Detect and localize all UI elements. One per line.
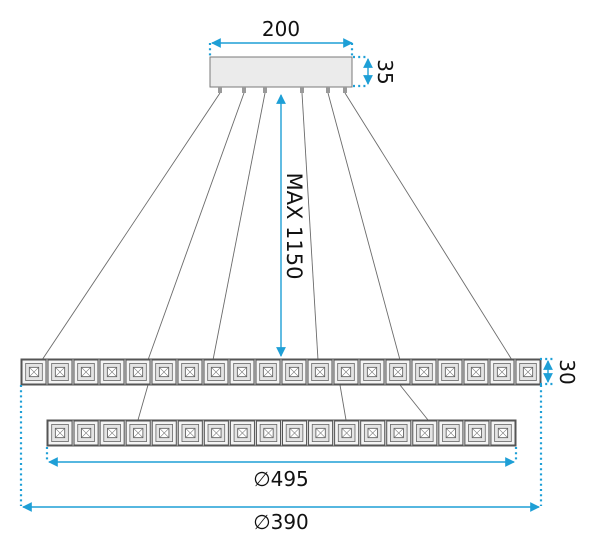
max-drop-dimension: MAX 1150: [276, 94, 306, 357]
wire-2: [147, 92, 245, 361]
crystal-block: [359, 359, 385, 385]
crystal-block: [203, 420, 229, 446]
ring-height-label: 30: [555, 359, 579, 384]
crystal-block: [203, 359, 229, 385]
inner-diameter-dimension: ∅495: [45, 447, 518, 491]
wire-9: [399, 384, 429, 421]
outer-diameter-label: ∅390: [253, 510, 309, 534]
crystal-block: [411, 359, 437, 385]
crystal-block: [177, 420, 203, 446]
crystal-block: [515, 359, 541, 385]
crystal-block: [73, 420, 99, 446]
crystal-block: [437, 359, 463, 385]
crystal-block: [229, 420, 255, 446]
crystal-block: [99, 359, 125, 385]
ring-height-dimension: 30: [540, 357, 579, 386]
crystal-block: [177, 359, 203, 385]
wire-4: [301, 92, 319, 361]
canopy-width-dimension: 200: [208, 17, 354, 56]
suspension-wires: [41, 92, 513, 421]
crystal-block: [99, 420, 125, 446]
wire-8: [339, 384, 347, 421]
wire-6: [344, 92, 513, 361]
crystal-block: [151, 420, 177, 446]
crystal-block: [438, 420, 464, 446]
max-drop-label: MAX 1150: [282, 173, 306, 280]
crystal-block: [464, 420, 490, 446]
canopy: [209, 56, 353, 93]
crystal-block: [385, 359, 411, 385]
lower-crystal-ring: [46, 419, 517, 447]
crystal-block: [386, 420, 412, 446]
crystal-block: [307, 359, 333, 385]
crystal-block: [47, 359, 73, 385]
crystal-block: [73, 359, 99, 385]
wire-7: [137, 384, 149, 421]
crystal-block: [308, 420, 334, 446]
canopy-width-label: 200: [262, 17, 300, 41]
crystal-block: [360, 420, 386, 446]
crystal-block: [281, 359, 307, 385]
canopy-wire-clips: [218, 87, 347, 93]
crystal-block: [229, 359, 255, 385]
crystal-block: [463, 359, 489, 385]
crystal-block: [255, 420, 282, 446]
crystal-block: [21, 359, 47, 385]
canopy-height-label: 35: [373, 59, 397, 84]
wire-5: [327, 92, 401, 361]
crystal-block: [489, 359, 515, 385]
ring-band: [46, 419, 517, 447]
crystal-block: [282, 420, 308, 446]
crystal-block: [490, 420, 516, 446]
canopy-height-dimension: 35: [353, 55, 397, 88]
inner-diameter-label: ∅495: [253, 467, 309, 491]
crystal-block: [47, 420, 73, 446]
ring-band: [20, 358, 542, 386]
outer-diameter-dimension: ∅390: [19, 385, 543, 534]
crystal-block: [125, 359, 151, 385]
upper-crystal-ring: [20, 358, 542, 386]
crystal-block: [334, 420, 360, 446]
crystal-block: [125, 420, 151, 446]
canopy-box: [209, 56, 353, 88]
crystal-block: [333, 359, 359, 385]
crystal-block: [412, 420, 438, 446]
wire-3: [212, 92, 266, 361]
crystal-block: [151, 359, 177, 385]
wire-1: [41, 92, 221, 361]
crystal-block: [255, 359, 281, 385]
